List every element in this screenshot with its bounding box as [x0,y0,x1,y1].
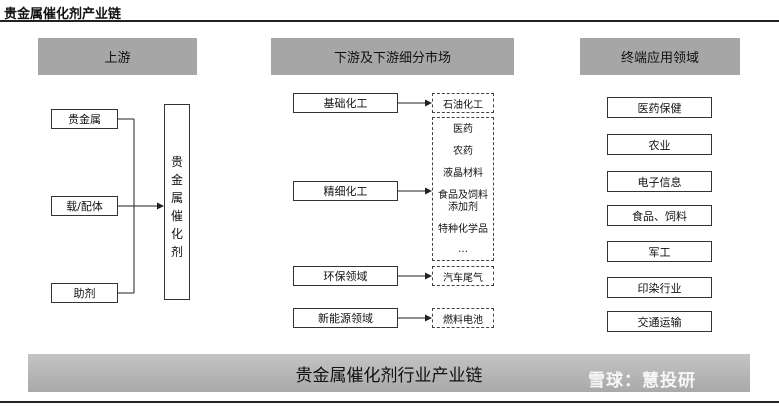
catalyst-char: 化 [170,227,183,241]
upstream-box-carrier: 载/配体 [51,196,118,216]
downstream-box-fine-chem: 精细化工 [293,181,398,201]
downstream-box-new-energy: 新能源领域 [293,308,398,328]
catalyst-vertical-box: 贵 金 属 催 化 剂 [164,104,190,300]
upstream-box-precious-metal: 贵金属 [51,109,118,129]
end-use-box: 食品、饲料 [607,205,712,226]
submarket-box-fuel-cell: 燃料电池 [432,308,494,328]
top-rule [0,20,779,22]
header-upstream: 上游 [38,38,197,75]
end-use-box: 印染行业 [607,277,712,298]
watermark: 雪球：慧投研 [588,371,696,391]
submarket-box-petrochem: 石油化工 [432,93,494,113]
catalyst-char: 剂 [170,245,183,259]
downstream-box-environment: 环保领域 [293,266,398,286]
submarket-item: 食品及饲料 [438,190,488,201]
submarket-item: … [458,244,468,255]
banner: 贵金属催化剂行业产业链 [28,354,750,392]
submarket-box-fine-chem: 医药 农药 液晶材料 食品及饲料 添加剂 特种化学品 … [432,117,494,261]
end-use-box: 农业 [607,134,712,155]
end-use-box: 电子信息 [607,171,712,192]
bottom-rule [0,401,779,403]
catalyst-char: 属 [170,191,183,205]
submarket-item: 液晶材料 [443,168,483,179]
catalyst-char: 催 [170,209,183,223]
downstream-box-basic-chem: 基础化工 [293,93,398,113]
submarket-item: 特种化学品 [438,224,488,235]
submarket-item: 农药 [453,146,473,157]
end-use-box: 交通运输 [607,311,712,332]
catalyst-char: 金 [170,173,183,187]
end-use-box: 军工 [607,241,712,262]
upstream-box-additive: 助剂 [51,283,118,303]
header-downstream: 下游及下游细分市场 [271,38,514,75]
submarket-item: 添加剂 [448,202,478,213]
figure-title: 贵金属催化剂产业链 [4,7,122,22]
header-end-use: 终端应用领域 [580,38,740,75]
end-use-box: 医药保健 [607,97,712,118]
submarket-box-auto-exhaust: 汽车尾气 [432,266,494,286]
submarket-item: 医药 [453,124,473,135]
catalyst-char: 贵 [170,155,183,169]
